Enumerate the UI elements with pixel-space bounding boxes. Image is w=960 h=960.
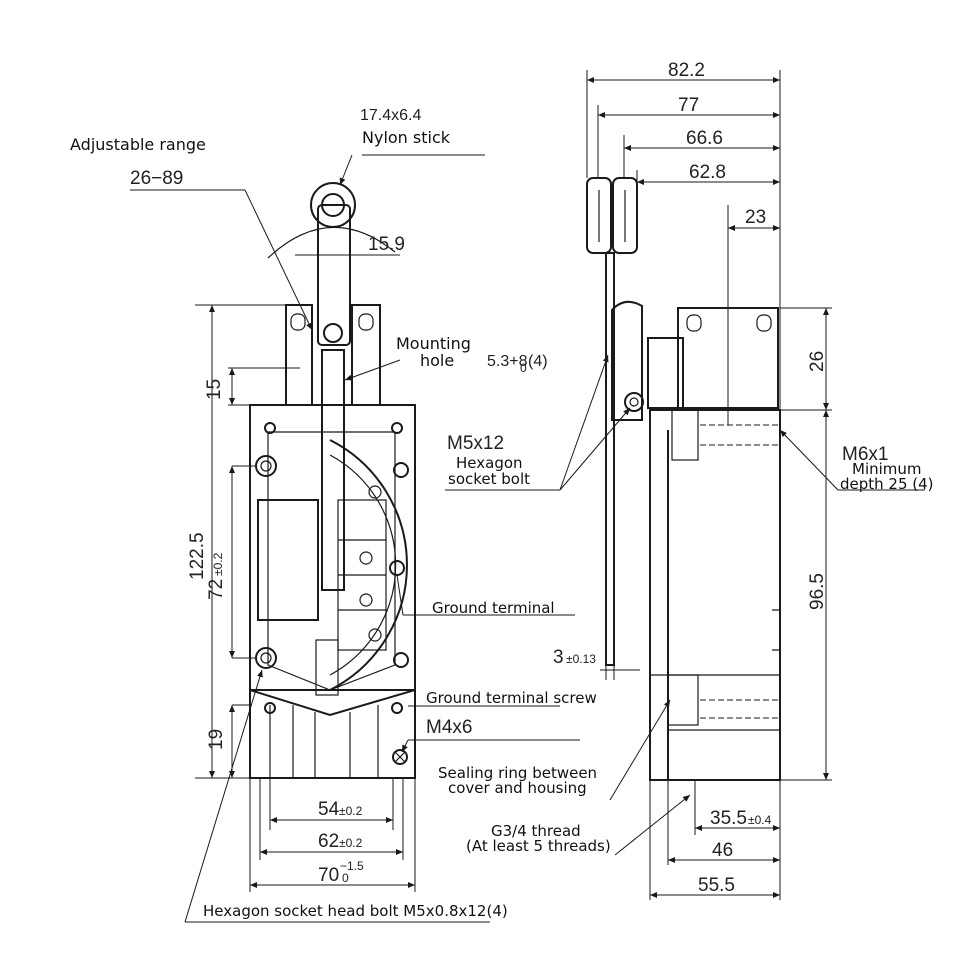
dim-23: 23 [745,207,766,228]
dim-70-low: 0 [342,871,349,885]
dim-666: 66.6 [686,128,723,149]
dim-19: 19 [206,729,227,750]
dim-m6: M6x1 [842,444,888,465]
label-ground-screw: Ground terminal screw [426,689,597,707]
lever-arm [317,204,351,346]
dim-77: 77 [678,95,699,116]
lever-rod [321,349,345,591]
dim-54: 54 [318,799,340,820]
label-min-depth-2: depth 25 (4) [840,475,934,493]
dim-15: 15 [204,379,225,400]
dim-3-tol: ±0.13 [566,652,596,666]
label-hex-2: socket bolt [448,470,530,488]
dim-hole-sub: 0 [520,361,527,375]
label-bottom-bolt: Hexagon socket head bolt M5x0.8x12(4) [203,902,508,920]
dim-roller: 17.4x6.4 [360,107,421,124]
cover-window [257,499,319,621]
dim-355-tol: ±0.4 [748,813,772,827]
dim-822: 82.2 [668,60,705,81]
dim-m4: M4x6 [426,717,472,738]
side-body [649,409,781,781]
dim-range: 26−89 [130,168,183,189]
dim-3: 3 [553,647,564,668]
dim-70-up: −1.5 [340,859,364,873]
m4-screw [392,749,408,765]
label-sealing-1: Sealing ring between [438,764,597,782]
dim-70: 70 [318,865,339,886]
dim-62-tol: ±0.2 [339,836,363,850]
label-mounting-1: Mounting [396,334,471,353]
switch-body [249,404,416,717]
dim-355: 35.5 [710,808,747,829]
side-view [445,70,925,900]
side-roller-1 [586,177,612,254]
label-thread-1: G3/4 thread [491,822,581,840]
mounting-screw-br [393,652,409,668]
dim-hole-count: (4) [528,353,548,370]
dim-62: 62 [318,831,339,852]
label-adjustable-range: Adjustable range [70,135,206,154]
dim-m5: M5x12 [447,433,504,454]
label-sealing-2: cover and housing [448,779,587,797]
front-view [130,154,580,923]
dim-54-tol: ±0.2 [339,804,363,818]
side-roller-2 [612,177,638,254]
mounting-screw-bl [255,647,277,669]
dim-arm-width: 15.9 [368,234,405,255]
mounting-screw-tr [393,462,409,478]
label-hex-1: Hexagon [456,454,523,472]
label-thread-2: (At least 5 threads) [466,837,611,855]
dim-46: 46 [712,840,733,861]
head-right-block [351,304,381,406]
dim-hole-main: 5.3+8 [487,353,528,370]
label-nylon-stick: Nylon stick [362,128,451,147]
head-left-block [285,304,313,406]
dim-555: 55.5 [698,875,735,896]
switch-base [249,689,416,779]
dim-628: 62.8 [689,162,726,183]
dim-72: 72 [206,579,227,600]
dim-965: 96.5 [807,573,828,610]
mounting-screw-tl [255,455,277,477]
dim-26: 26 [807,351,828,372]
dim-122: 122.5 [187,532,208,580]
labels: Adjustable range 26−89 17.4x6.4 Nylon st… [70,60,934,920]
label-min-depth-1: Minimum [852,460,922,478]
roller-wheel [310,182,356,228]
ground-terminal-screw [389,560,405,576]
cam-arc [329,439,408,691]
dim-72-tol: ±0.2 [211,552,225,576]
label-ground-terminal: Ground terminal [432,599,555,617]
label-mounting-2: hole [420,351,454,370]
